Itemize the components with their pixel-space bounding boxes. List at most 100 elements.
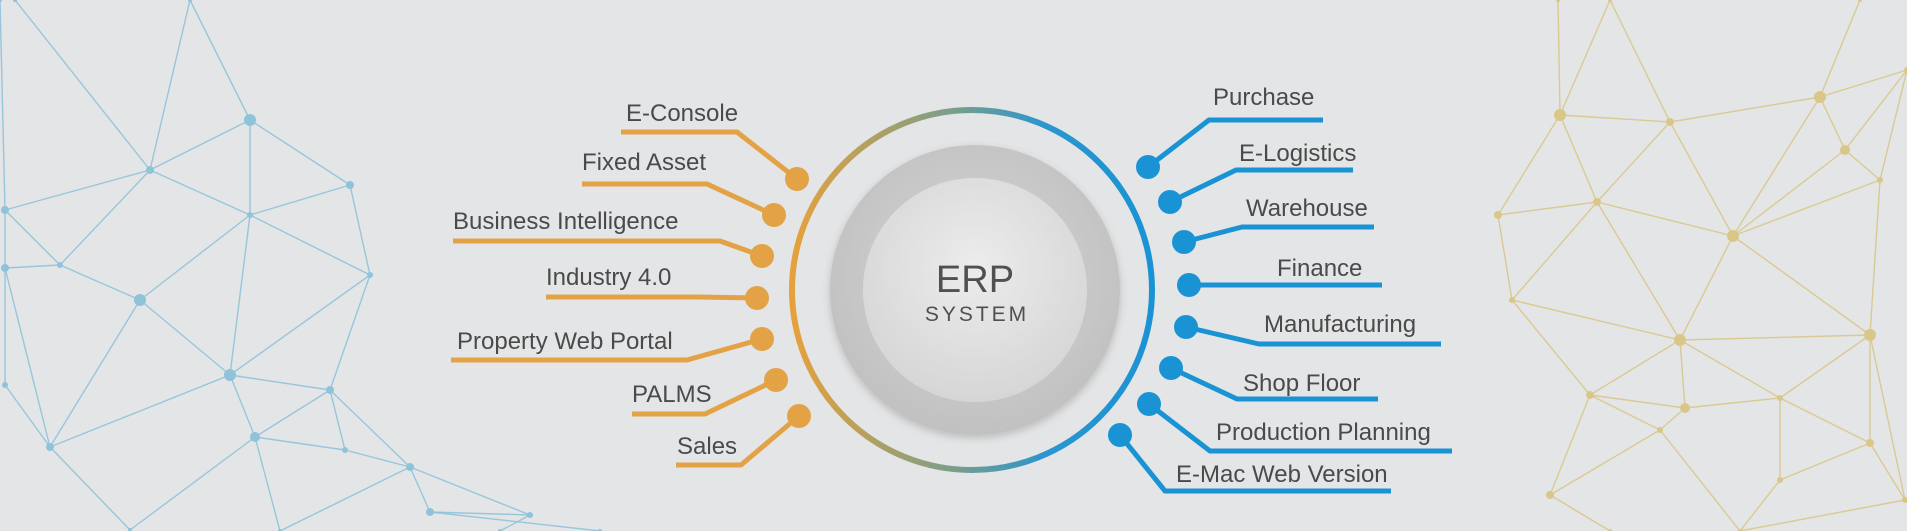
right-module-label: E-Mac Web Version <box>1176 461 1388 488</box>
network-node <box>1840 145 1850 155</box>
network-edge <box>1684 397 1781 409</box>
right-connector-line <box>1168 167 1353 205</box>
network-edge <box>1869 179 1881 336</box>
network-edge <box>1679 339 1686 409</box>
right-module: Manufacturing <box>1174 311 1441 347</box>
right-connector-dot <box>1172 230 1196 254</box>
network-edge <box>229 214 251 376</box>
right-connector-line <box>1183 224 1374 245</box>
network-edge <box>49 374 231 448</box>
right-connector-line <box>1118 433 1391 494</box>
left-connector-dot <box>787 404 811 428</box>
network-edge <box>1679 339 1781 399</box>
network-node <box>57 262 63 268</box>
network-edge <box>429 511 601 531</box>
network-edge <box>1596 201 1734 237</box>
network-edge <box>4 264 61 269</box>
network-node <box>346 181 354 189</box>
right-module: Purchase <box>1136 84 1323 179</box>
left-connector-dot <box>745 286 769 310</box>
left-connector-line <box>546 294 758 301</box>
right-module-label: Purchase <box>1213 84 1314 111</box>
left-connector-dot <box>750 244 774 268</box>
network-edge <box>254 436 281 531</box>
network-edge <box>1779 442 1871 481</box>
network-node <box>1777 477 1783 483</box>
network-node <box>1 264 9 272</box>
network-edge <box>49 299 141 448</box>
network-node <box>13 0 17 2</box>
network-node <box>1680 403 1690 413</box>
right-connector-dot <box>1174 315 1198 339</box>
network-node <box>2 382 8 388</box>
network-edge <box>329 274 371 391</box>
network-edge <box>329 389 346 451</box>
left-connector-dot <box>785 167 809 191</box>
network-node <box>1666 118 1674 126</box>
right-module-label: Warehouse <box>1246 195 1368 222</box>
network-edge <box>1511 299 1681 341</box>
network-edge <box>1549 494 1611 531</box>
network-node <box>342 447 348 453</box>
network-node <box>1864 329 1876 341</box>
right-module: Warehouse <box>1172 195 1374 254</box>
network-edge <box>1589 394 1661 431</box>
network-edge <box>59 264 141 301</box>
network-edge <box>1559 0 1611 116</box>
network-edge <box>1679 235 1734 341</box>
network-edge <box>229 274 371 376</box>
left-module: Industry 4.0 <box>546 264 769 310</box>
network-edge <box>1679 334 1871 341</box>
right-connector-line <box>1146 117 1323 169</box>
network-edge <box>1732 179 1881 237</box>
right-module: E-Mac Web Version <box>1108 423 1391 494</box>
left-network-decoration <box>0 0 602 531</box>
network-node <box>146 166 154 174</box>
network-node <box>1494 211 1502 219</box>
left-module: E-Console <box>621 100 809 191</box>
right-connector-dot <box>1159 356 1183 380</box>
left-module: Sales <box>676 404 811 468</box>
network-edge <box>409 466 531 516</box>
left-module-label: Property Web Portal <box>457 328 673 355</box>
right-module: E-Logistics <box>1158 140 1356 214</box>
network-node <box>1877 177 1883 183</box>
left-connector-line <box>676 414 801 468</box>
network-edge <box>249 119 351 186</box>
right-connector-dot <box>1136 155 1160 179</box>
right-connector-dot <box>1137 392 1161 416</box>
network-node <box>1858 0 1862 2</box>
network-node <box>1814 91 1826 103</box>
network-edge <box>139 214 251 301</box>
left-module: Property Web Portal <box>451 327 774 363</box>
network-edge <box>1779 397 1871 444</box>
network-edge <box>344 449 411 468</box>
left-connector-line <box>621 129 799 181</box>
right-connector-dot <box>1177 273 1201 297</box>
network-node <box>426 508 434 516</box>
left-module-label: Business Intelligence <box>453 208 678 235</box>
network-edge <box>254 436 346 451</box>
network-edge <box>1549 394 1591 496</box>
network-node <box>1657 427 1663 433</box>
network-edge <box>1844 69 1907 151</box>
hub-inner-disc <box>863 178 1087 402</box>
network-node <box>1727 230 1739 242</box>
network-edge <box>139 299 231 376</box>
left-module-label: E-Console <box>626 100 738 127</box>
erp-hub: ERP SYSTEM <box>789 107 1155 473</box>
network-edge <box>1732 149 1846 237</box>
right-connector-dot <box>1158 190 1182 214</box>
network-edge <box>1819 96 1846 151</box>
left-module-label: Industry 4.0 <box>546 264 671 291</box>
network-edge <box>149 119 251 171</box>
right-connector-dot <box>1108 423 1132 447</box>
network-edge <box>429 511 531 516</box>
network-edge <box>499 514 531 531</box>
right-module-label: Finance <box>1277 255 1362 282</box>
network-edge <box>1732 235 1871 336</box>
network-edge <box>1497 201 1598 216</box>
network-node <box>406 463 414 471</box>
